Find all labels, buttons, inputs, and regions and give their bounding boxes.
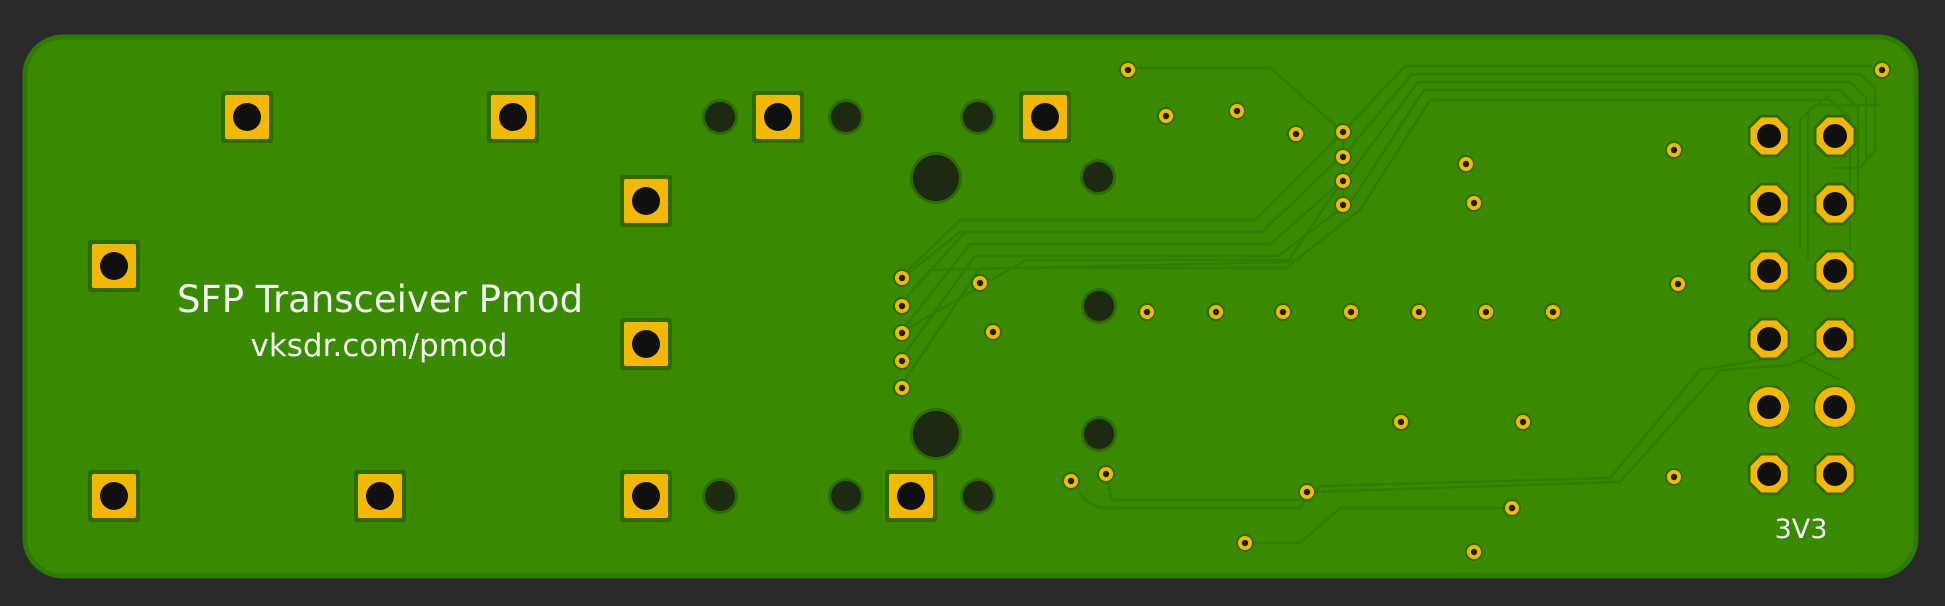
via <box>893 297 911 315</box>
via <box>1665 468 1683 486</box>
square-pad <box>620 175 672 227</box>
npth-hole <box>960 478 996 514</box>
header-pad <box>1747 182 1791 226</box>
trace <box>899 258 1300 335</box>
header-pad <box>1747 452 1791 496</box>
square-pad <box>354 470 406 522</box>
via <box>1334 172 1352 190</box>
via <box>893 269 911 287</box>
trace <box>1806 94 1831 260</box>
square-pad <box>487 91 539 143</box>
trace <box>899 260 1291 306</box>
npth-hole <box>702 99 738 135</box>
via <box>1298 483 1316 501</box>
header-pad <box>1813 114 1857 158</box>
npth-hole <box>960 99 996 135</box>
via <box>1873 61 1891 79</box>
via <box>1334 123 1352 141</box>
mounting-hole <box>910 408 962 460</box>
via <box>1334 196 1352 214</box>
via <box>1342 303 1360 321</box>
via <box>1392 413 1410 431</box>
via <box>1544 303 1562 321</box>
via <box>1334 148 1352 166</box>
via <box>984 323 1002 341</box>
via <box>893 324 911 342</box>
trace <box>1128 66 1344 133</box>
trace <box>1799 358 1841 382</box>
silkscreen-pin-label: 3V3 <box>1775 514 1828 545</box>
via <box>1457 155 1475 173</box>
header-pad <box>1747 249 1791 293</box>
header-pad <box>1813 452 1857 496</box>
square-pad <box>885 470 937 522</box>
header-pad <box>1813 385 1857 429</box>
via <box>1503 499 1521 517</box>
pmod-header-pads <box>1747 114 1857 496</box>
via <box>1138 303 1156 321</box>
trace <box>899 80 1868 334</box>
via <box>1207 303 1225 321</box>
npth-hole <box>1081 288 1117 324</box>
header-pad <box>1813 182 1857 226</box>
square-pad <box>221 91 273 143</box>
header-pad <box>1813 249 1857 293</box>
via <box>893 379 911 397</box>
via <box>1465 543 1483 561</box>
header-pad <box>1747 317 1791 361</box>
header-pad <box>1747 114 1791 158</box>
via <box>1157 107 1175 125</box>
square-pad <box>620 470 672 522</box>
square-pads <box>88 91 1071 522</box>
npth-hole <box>828 478 864 514</box>
square-pad <box>88 470 140 522</box>
via <box>1669 275 1687 293</box>
via <box>1236 534 1254 552</box>
via <box>1119 61 1137 79</box>
via <box>1287 125 1305 143</box>
board-outline <box>22 34 1919 579</box>
via <box>1410 303 1428 321</box>
trace <box>899 230 1262 281</box>
npth-hole <box>702 478 738 514</box>
via <box>1465 194 1483 212</box>
via <box>893 352 911 370</box>
npth-hole <box>1081 416 1117 452</box>
vias <box>893 61 1891 561</box>
npth-hole <box>828 99 864 135</box>
square-pad <box>88 240 140 292</box>
square-pad <box>752 91 804 143</box>
square-pad <box>620 318 672 370</box>
via <box>1097 465 1115 483</box>
npth-holes <box>702 99 1117 514</box>
trace <box>1245 506 1512 545</box>
via <box>1062 472 1080 490</box>
via <box>1274 303 1292 321</box>
trace <box>1069 337 1831 510</box>
header-pad <box>1813 317 1857 361</box>
via <box>971 274 989 292</box>
trace <box>1289 179 1344 259</box>
via <box>1228 102 1246 120</box>
npth-hole <box>1080 159 1116 195</box>
silkscreen-title: SFP Transceiver Pmod <box>177 278 583 321</box>
mounting-hole <box>910 152 962 204</box>
via <box>1477 303 1495 321</box>
header-pad <box>1747 385 1791 429</box>
silkscreen-url: vksdr.com/pmod <box>250 328 507 364</box>
square-pad <box>1019 91 1071 143</box>
via <box>1514 413 1532 431</box>
trace <box>1104 358 1761 502</box>
copper-traces <box>899 64 1881 545</box>
via <box>1665 141 1683 159</box>
